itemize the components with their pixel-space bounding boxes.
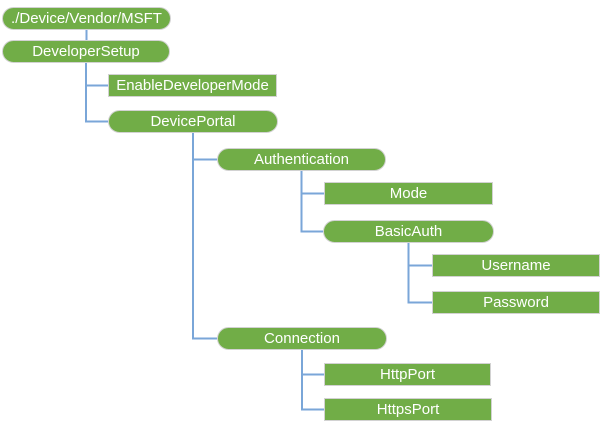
connector-line	[85, 63, 108, 123]
tree-node-mode: Mode	[324, 182, 493, 205]
tree-node-authentication: Authentication	[217, 148, 386, 171]
connector-line	[300, 171, 323, 233]
connector-line	[300, 171, 324, 195]
tree-node-root: ./Device/Vendor/MSFT	[2, 7, 171, 30]
tree-node-connection: Connection	[217, 327, 387, 350]
tree-node-https-port: HttpsPort	[324, 398, 492, 421]
tree-node-http-port: HttpPort	[324, 363, 491, 386]
connector-line	[192, 133, 217, 340]
connector-line	[301, 350, 324, 411]
connector-line	[407, 243, 432, 304]
tree-node-developer-setup: DeveloperSetup	[2, 40, 170, 63]
tree-node-basic-auth: BasicAuth	[323, 220, 494, 243]
connector-line	[192, 133, 217, 161]
connector-line	[85, 63, 108, 87]
tree-node-device-portal: DevicePortal	[108, 110, 278, 133]
tree-node-password: Password	[432, 291, 600, 314]
tree-node-enable-developer-mode: EnableDeveloperMode	[108, 74, 277, 97]
tree-node-username: Username	[432, 254, 600, 277]
connector-line	[301, 350, 324, 376]
connector-line	[407, 243, 432, 267]
